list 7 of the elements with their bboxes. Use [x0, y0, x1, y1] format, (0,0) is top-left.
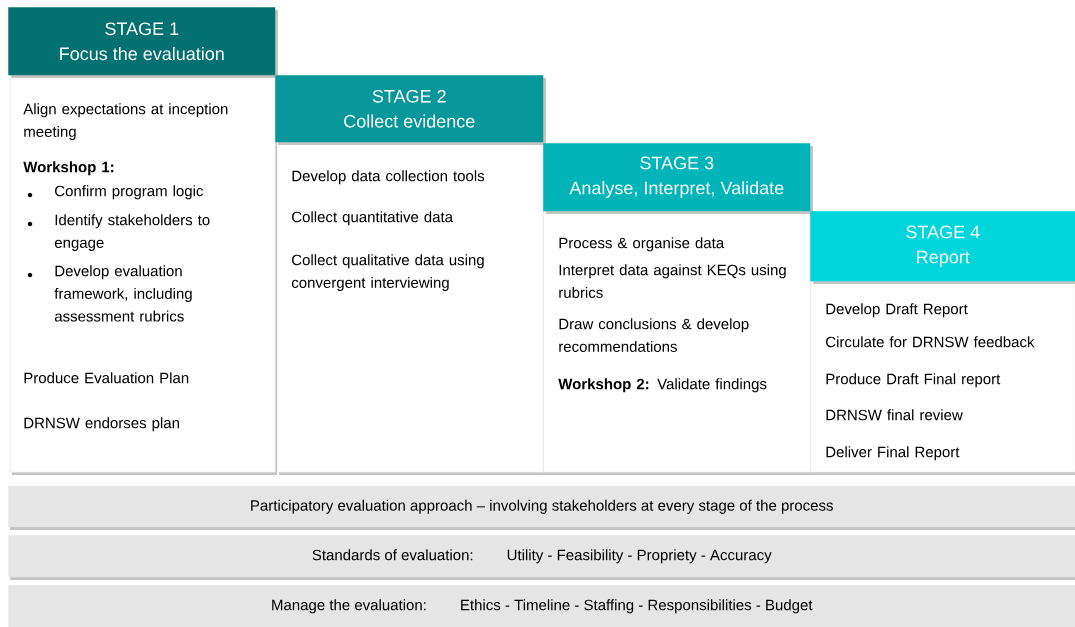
banner-bar: Standards of evaluation: Utility - Feasibility - Propriety - Accuracy	[8, 535, 1075, 580]
stage-header: STAGE 1 Focus the evaluation	[8, 7, 278, 78]
banner-bar: Manage the evaluation: Ethics - Timeline - Staffing - Responsibilities - Budget	[8, 585, 1075, 627]
banner-bar: Participatory evaluation approach – involving stakeholders at every stage of the process	[8, 486, 1075, 530]
stage-header: STAGE 2 Collect evidence	[275, 75, 546, 145]
stage-header: STAGE 4 Report	[810, 211, 1075, 284]
stage-header: STAGE 3 Analyse, Interpret, Validate	[543, 143, 813, 214]
